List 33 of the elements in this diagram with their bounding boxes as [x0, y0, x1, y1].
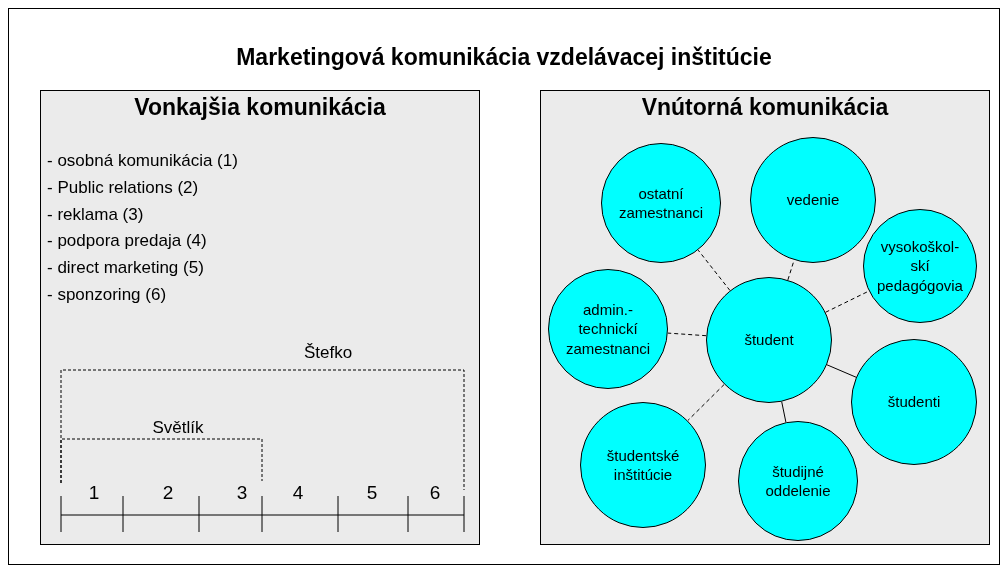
- connector-line: [826, 364, 857, 378]
- list-item: - osobná komunikácia (1): [47, 151, 238, 171]
- diagram-title: Marketingová komunikácia vzdelávacej inštitúcie: [235, 44, 773, 71]
- scale-number: 5: [366, 482, 378, 504]
- circle-node: vysokoškol- skí pedagógovia: [863, 209, 977, 323]
- panel-heading: Vonkajšia komunikácia: [133, 94, 387, 121]
- circle-node: študent: [706, 277, 832, 403]
- connector-line: [667, 332, 707, 337]
- list-item: - sponzoring (6): [47, 285, 167, 305]
- connector-line: [781, 401, 787, 423]
- panel-heading: Vnútorná komunikácia: [640, 94, 890, 121]
- list-item: - reklama (3): [47, 204, 144, 225]
- list-item: - Public relations (2): [47, 177, 199, 198]
- bracket-label: Štefko: [303, 343, 353, 363]
- circle-node: admin.- technickí zamestnanci: [548, 269, 668, 389]
- list-item: - podpora predaja (4): [47, 231, 207, 252]
- scale-number: 4: [292, 482, 304, 504]
- circle-node: vedenie: [750, 137, 876, 263]
- scale-number: 2: [162, 482, 174, 504]
- scale-number: 6: [429, 482, 441, 504]
- scale-number: 3: [236, 482, 248, 504]
- circle-node: ostatní zamestnanci: [601, 143, 721, 263]
- circle-node: študentské inštitúcie: [580, 402, 706, 528]
- connector-line: [687, 383, 725, 422]
- circle-node: študijné oddelenie: [738, 421, 858, 541]
- panel: [40, 90, 480, 545]
- connector-line: [825, 290, 870, 313]
- connector-line: [697, 249, 731, 291]
- panel: [540, 90, 990, 545]
- list-item: - direct marketing (5): [47, 258, 204, 279]
- circle-node: študenti: [851, 339, 977, 465]
- bracket-label: Světlík: [152, 418, 204, 438]
- scale-number: 1: [88, 482, 100, 504]
